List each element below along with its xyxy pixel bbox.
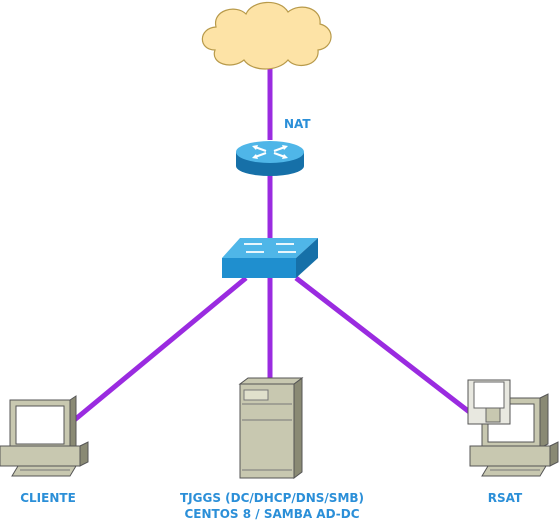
router-label: NAT [284, 117, 311, 131]
client-label: CLIENTE [20, 491, 76, 505]
switch-icon [222, 238, 318, 278]
rsat-label: RSAT [487, 491, 523, 505]
router-icon [236, 141, 304, 176]
server-label: TJGGS (DC/DHCP/DNS/SMB) CENTOS 8 / SAMBA… [180, 490, 364, 522]
links [70, 68, 474, 424]
server-label-line2: CENTOS 8 / SAMBA AD-DC [184, 507, 360, 521]
workstation-floppy-icon [467, 379, 559, 477]
link-switch-client [70, 276, 248, 424]
cloud-icon [201, 1, 332, 70]
link-switch-rsat [294, 276, 474, 416]
server-label-line1: TJGGS (DC/DHCP/DNS/SMB) [179, 491, 365, 505]
workstation-icon [0, 395, 89, 477]
server-tower-icon [238, 377, 304, 479]
